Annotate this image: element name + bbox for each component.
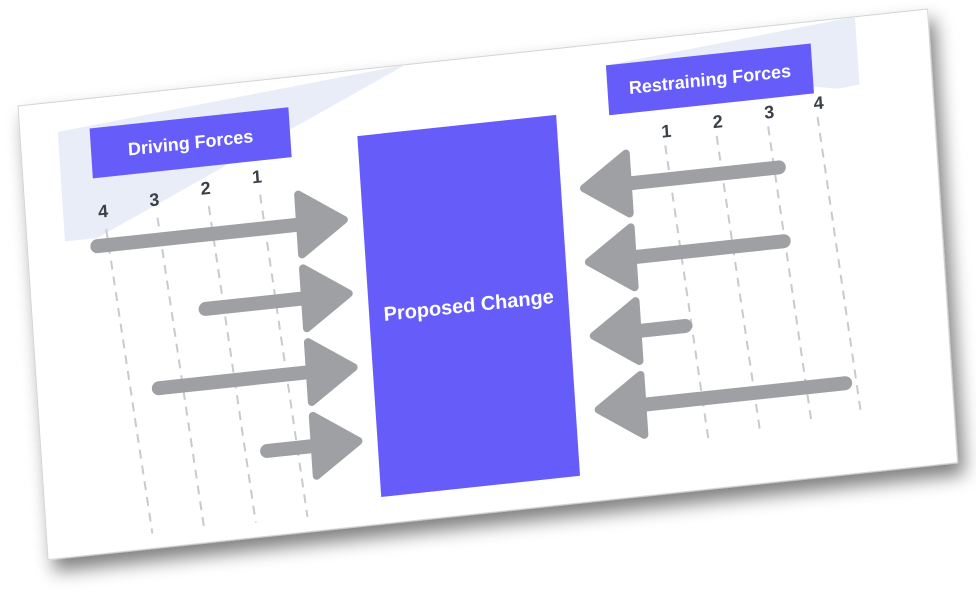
driving-arrow-shaft [198,290,318,316]
restraining-scale-gridlines [664,116,863,445]
driving-arrow-shaft [151,364,323,396]
driving-scale-label: 1 [251,166,262,187]
restraining-arrow-head [584,223,639,292]
restraining-arrow-shaft [619,234,791,265]
driving-gridline [259,194,309,518]
driving-gridline [207,205,257,523]
restraining-arrow-head [580,149,634,218]
driving-gridline [105,228,154,534]
restraining-arrow-head [589,297,644,366]
restraining-gridline [715,135,762,435]
driving-scale-label: 4 [97,201,108,222]
restraining-scale-label: 3 [764,102,775,123]
slide-card: Driving Forces Restraining Forces 4 3 2 … [17,8,959,561]
driving-gridline [156,217,206,529]
driving-scale-gridlines [105,194,309,534]
restraining-arrow-shaft [614,160,786,192]
driving-scale-labels: 4 3 2 1 [97,166,262,222]
driving-forces-header [89,107,292,179]
proposed-change-box [357,114,581,497]
restraining-forces-header [605,43,814,116]
driving-scale-label: 2 [200,178,211,199]
driving-arrow-head [294,190,348,259]
restraining-gridline [664,145,711,445]
restraining-force-arrows [580,149,853,439]
restraining-arrow-head [594,370,649,439]
restraining-scale-label: 1 [661,121,672,142]
driving-arrow-head [303,338,358,406]
restraining-scale-label: 4 [813,92,824,113]
restraining-gridline [816,116,863,416]
driving-arrow-head [308,411,363,480]
restraining-arrow-shaft [629,376,853,413]
restraining-scale-labels: 1 2 3 4 [661,92,825,142]
restraining-scale-label: 2 [712,111,723,132]
driving-arrow-head [299,264,353,333]
driving-force-arrows [90,190,363,480]
driving-scale-label: 3 [149,189,160,210]
restraining-gridline [767,126,813,426]
driving-arrow-shaft [90,216,314,254]
